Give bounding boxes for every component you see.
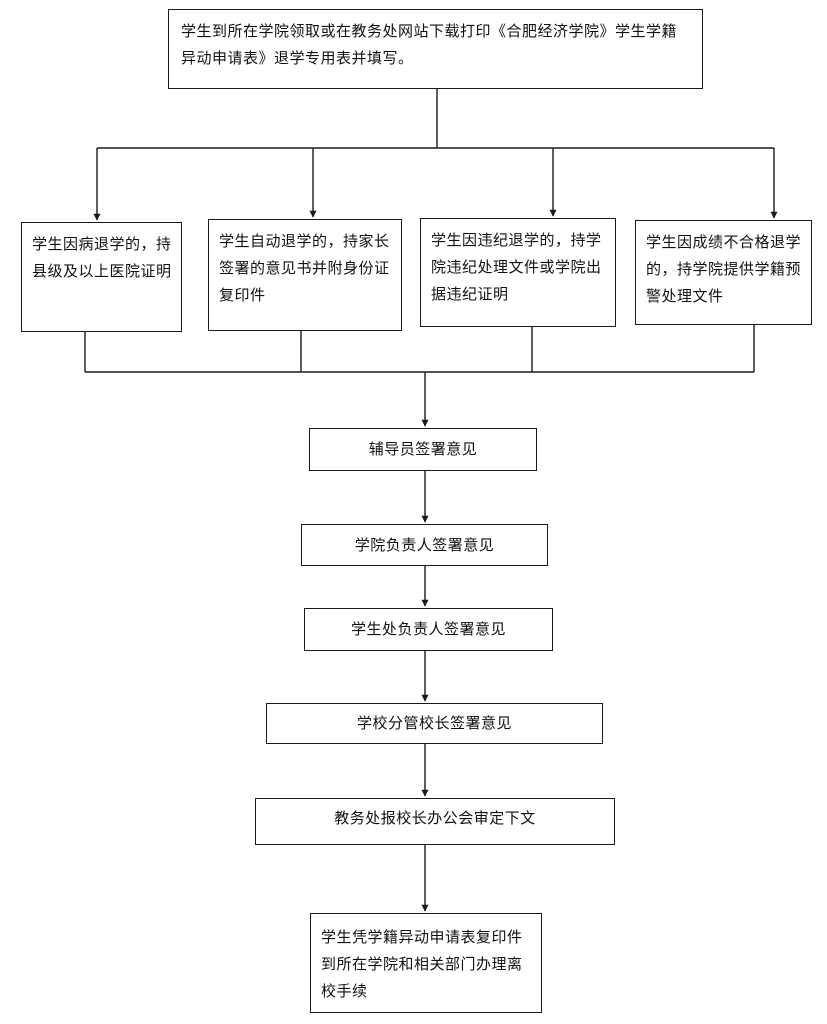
branch-box-discipline: 学生因违纪退学的，持学院违纪处理文件或学院出据违纪证明 [420, 218, 616, 327]
branch-text-grades: 学生因成绩不合格退学的，持学院提供学籍预警处理文件 [646, 233, 802, 305]
step-academic-affairs-box: 教务处报校长办公会审定下文 [255, 798, 615, 845]
branch-text-illness: 学生因病退学的，持县级及以上医院证明 [32, 235, 172, 280]
step-counselor-text: 辅导员签署意见 [368, 440, 478, 458]
branch-box-illness: 学生因病退学的，持县级及以上医院证明 [21, 222, 182, 332]
branch-text-voluntary: 学生自动退学的，持家长签署的意见书并附身份证复印件 [219, 232, 390, 304]
step-vice-president-text: 学校分管校长签署意见 [356, 714, 512, 732]
step-vice-president-box: 学校分管校长签署意见 [266, 703, 603, 744]
step-student-affairs-box: 学生处负责人签署意见 [304, 608, 553, 651]
branch-box-voluntary: 学生自动退学的，持家长签署的意见书并附身份证复印件 [208, 219, 402, 331]
branch-text-discipline: 学生因违纪退学的，持学院违纪处理文件或学院出据违纪证明 [431, 231, 602, 303]
start-box: 学生到所在学院领取或在教务处网站下载打印《合肥经济学院》学生学籍异动申请表》退学… [168, 9, 703, 89]
start-text: 学生到所在学院领取或在教务处网站下载打印《合肥经济学院》学生学籍异动申请表》退学… [181, 22, 678, 67]
step-college-head-text: 学院负责人签署意见 [354, 535, 495, 554]
final-text: 学生凭学籍异动申请表复印件到所在学院和相关部门办理离校手续 [321, 928, 523, 1000]
step-student-affairs-text: 学生处负责人签署意见 [350, 620, 506, 638]
step-college-head-box: 学院负责人签署意见 [301, 524, 548, 566]
step-academic-affairs-text: 教务处报校长办公会审定下文 [334, 809, 536, 827]
final-box: 学生凭学籍异动申请表复印件到所在学院和相关部门办理离校手续 [310, 913, 542, 1013]
step-counselor-box: 辅导员签署意见 [309, 428, 537, 471]
branch-box-grades: 学生因成绩不合格退学的，持学院提供学籍预警处理文件 [635, 220, 812, 325]
